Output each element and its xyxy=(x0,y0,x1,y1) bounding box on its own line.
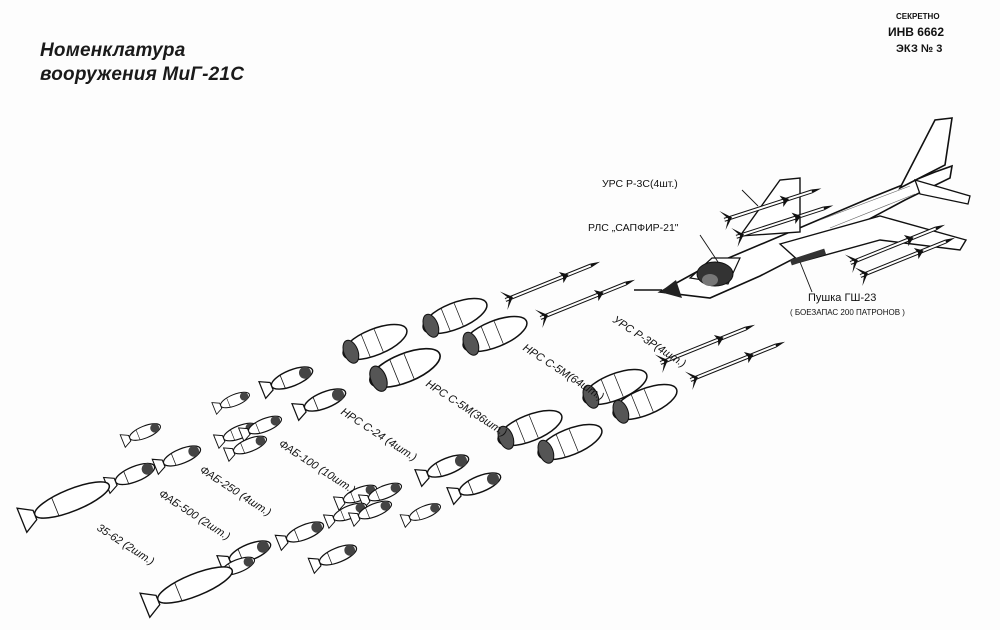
page-title-line1: Номенклатура xyxy=(40,40,186,61)
label-urs-r3s: УРС Р-3С(4шт.) xyxy=(602,178,678,190)
label-rls-sapfir: РЛС „САПФИР-21" xyxy=(588,222,679,234)
aircraft-mig21s xyxy=(634,117,971,299)
page-title-line2: вооружения МиГ-21С xyxy=(40,64,245,85)
label-gun-gsh23: Пушка ГШ-23 xyxy=(808,292,877,304)
label-gun-ammo: ( БОЕЗАПАС 200 ПАТРОНОВ ) xyxy=(790,308,905,317)
stamp-inventory: ИНВ 6662 xyxy=(888,25,944,39)
leader-urs-r3s xyxy=(741,189,759,207)
stamp-copy: ЭКЗ № 3 xyxy=(896,43,943,55)
leader-rls xyxy=(699,234,719,263)
leader-gun xyxy=(799,261,813,293)
stamp-secret: СЕКРЕТНО xyxy=(896,12,940,21)
